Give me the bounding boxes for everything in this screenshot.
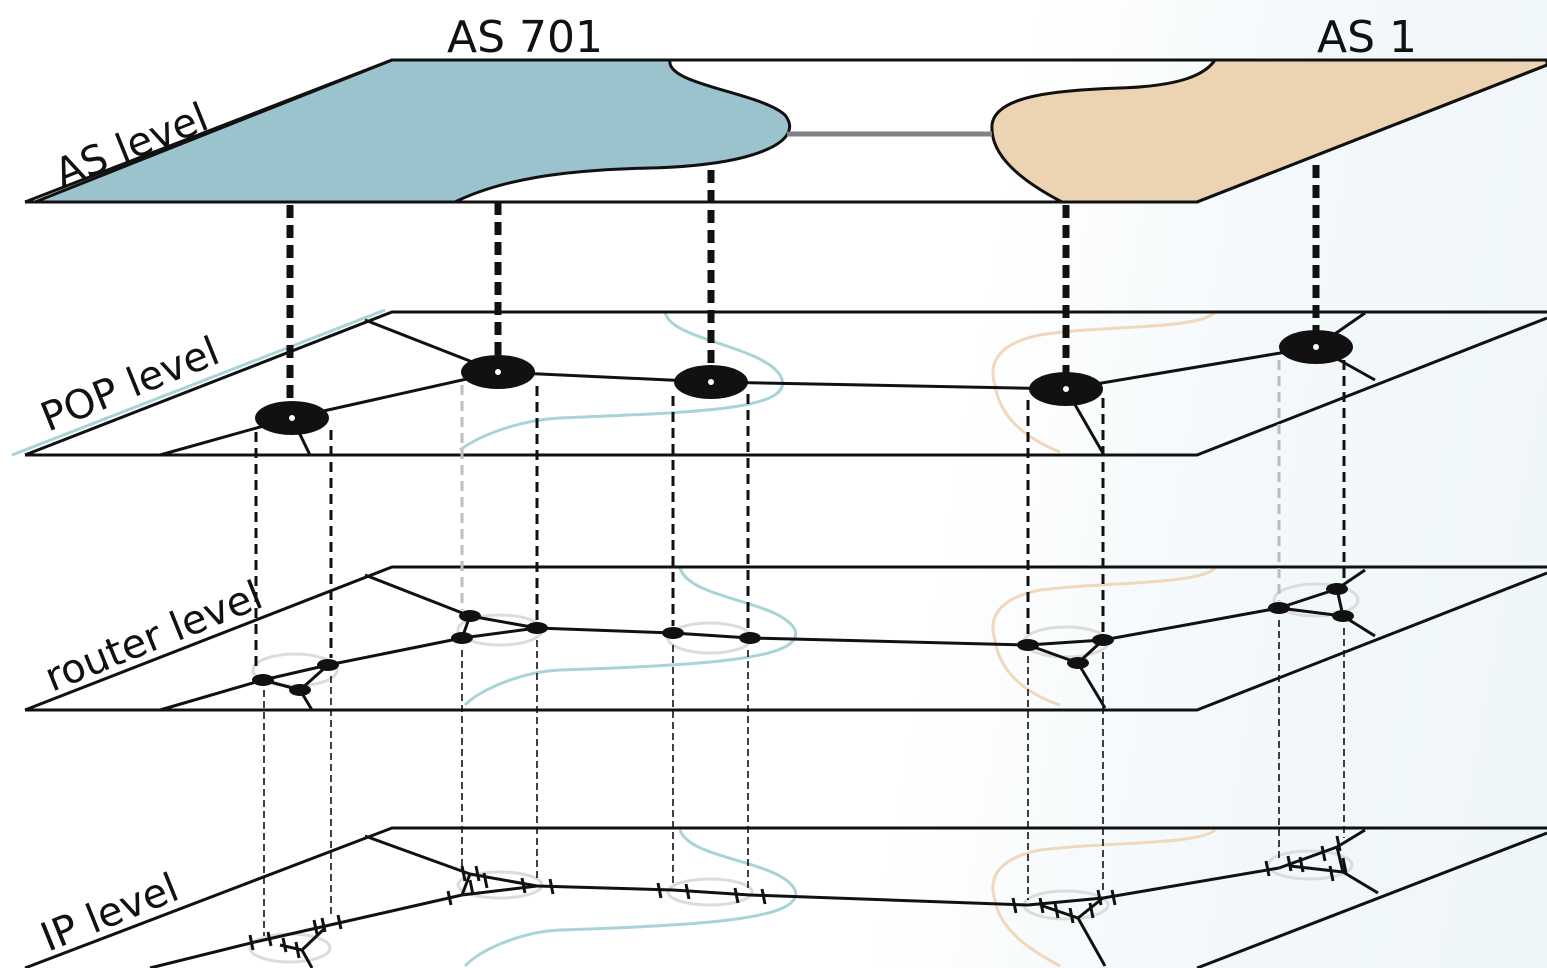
router-node: [1092, 634, 1114, 646]
as-level-plane: [24, 58, 1547, 204]
router-level-label: router level: [39, 572, 269, 701]
router-node: [526, 622, 548, 634]
pop-to-router-mapping: [254, 360, 1346, 672]
pop-node: [1279, 330, 1353, 364]
router-links: [159, 568, 1376, 712]
router-to-ip-mapping: [263, 620, 1345, 936]
router-level-plane: [24, 565, 1547, 712]
router-as701-outline: [463, 567, 798, 707]
as-1-label: AS 1: [1317, 12, 1417, 63]
router-pop-groupings: [251, 582, 1360, 688]
pop-level-plane: [11, 308, 1547, 457]
pop-level-label: POP level: [35, 328, 226, 441]
as-701-region: [34, 58, 792, 204]
router-node: [459, 610, 481, 622]
pop-level-plane-outline: [24, 310, 1547, 457]
router-node: [739, 632, 761, 644]
pop-links: [159, 311, 1376, 457]
ip-as701-outline: [463, 829, 798, 968]
router-as1-outline: [991, 566, 1217, 707]
router-level-plane-outline: [24, 565, 1547, 712]
as-701-label: AS 701: [447, 12, 603, 63]
ip-interfaces: [248, 835, 1348, 959]
pop-as1-outline: [991, 310, 1217, 454]
ip-level-plane-outline: [24, 826, 1547, 968]
router-node: [451, 632, 473, 644]
router-node: [1067, 657, 1089, 669]
router-node: [289, 684, 311, 696]
router-nodes: [252, 583, 1354, 696]
router-node: [662, 627, 684, 639]
router-node: [1017, 639, 1039, 651]
pop-as701-outline: [11, 308, 784, 457]
as-1-region: [990, 58, 1547, 204]
pop-to-router-mapping-faint: [460, 360, 1281, 610]
router-node: [252, 674, 274, 686]
router-node: [1332, 610, 1354, 622]
pop-nodes: [255, 330, 1353, 435]
ip-level-label: IP level: [35, 865, 186, 962]
pop-node: [461, 355, 535, 389]
pop-node: [674, 365, 748, 399]
as-to-pop-mapping: [286, 165, 1320, 402]
ip-level-plane: [24, 826, 1547, 968]
router-node: [317, 659, 339, 671]
router-node: [1326, 583, 1348, 595]
pop-node: [255, 401, 329, 435]
ip-as1-outline: [991, 828, 1217, 968]
router-node: [1268, 602, 1290, 614]
as-level-plane-outline: [24, 58, 1547, 204]
pop-node: [1029, 372, 1103, 406]
